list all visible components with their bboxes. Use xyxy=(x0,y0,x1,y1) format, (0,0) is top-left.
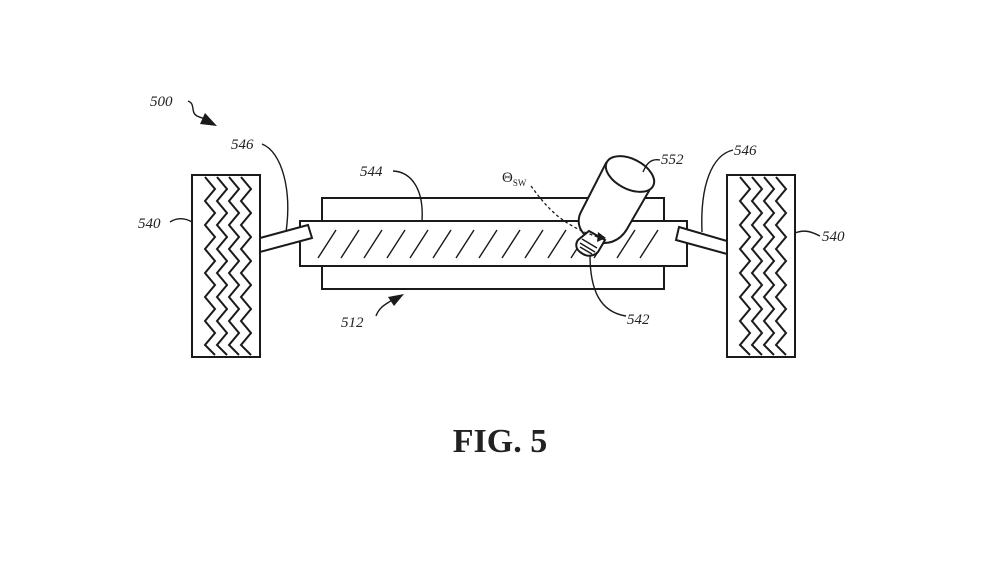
leader-542 xyxy=(589,254,627,317)
tread-zigzag xyxy=(239,176,253,356)
label-544: 544 xyxy=(360,164,383,180)
label-assembly-500: 500 xyxy=(150,94,173,110)
label-540-right: 540 xyxy=(822,229,845,245)
hatch-line xyxy=(455,229,475,259)
leader-546-right xyxy=(701,149,734,233)
label-540-left: 540 xyxy=(138,216,161,232)
tread-zigzag xyxy=(215,176,229,356)
leader-540-left xyxy=(169,217,193,223)
rack-544 xyxy=(299,220,688,267)
wheel-left-540 xyxy=(191,174,261,358)
label-angle-theta: ΘSW xyxy=(502,170,527,188)
hatch-line xyxy=(524,229,544,259)
leader-540-right xyxy=(794,230,821,237)
hatch-line xyxy=(501,229,521,259)
motor-552 xyxy=(575,155,656,257)
angle-arrow xyxy=(530,185,599,238)
tread-zigzag xyxy=(750,176,764,356)
wheel-right-540 xyxy=(726,174,796,358)
hatch-line xyxy=(478,229,498,259)
label-546-right: 546 xyxy=(734,143,757,159)
hatch-line xyxy=(547,229,567,259)
tie-rod-left-546 xyxy=(259,223,314,254)
tread-zigzag xyxy=(203,176,217,356)
label-546-left: 546 xyxy=(231,137,254,153)
tie-rod-right-546 xyxy=(674,225,728,256)
pinion-teeth xyxy=(579,238,598,255)
leader-544 xyxy=(392,170,423,222)
tread-right xyxy=(738,176,788,356)
tread-left xyxy=(203,176,253,356)
hatch-line xyxy=(639,229,659,259)
tread-zigzag xyxy=(774,176,788,356)
tread-zigzag xyxy=(762,176,776,356)
leader-552 xyxy=(642,158,661,173)
hatch-line xyxy=(340,229,360,259)
label-542: 542 xyxy=(627,312,650,328)
leader-546-left xyxy=(261,143,289,233)
hatch-line xyxy=(616,229,636,259)
leader-512 xyxy=(375,298,394,317)
hatch-line xyxy=(409,229,429,259)
label-552: 552 xyxy=(661,152,684,168)
hatch-line xyxy=(432,229,452,259)
hatch-line xyxy=(317,229,337,259)
tread-zigzag xyxy=(738,176,752,356)
hatch-line xyxy=(386,229,406,259)
tread-zigzag xyxy=(227,176,241,356)
figure-caption: FIG. 5 xyxy=(453,423,547,460)
label-512: 512 xyxy=(341,315,364,331)
angle-arrowhead-icon xyxy=(597,232,606,242)
arrow-500-icon xyxy=(200,113,217,126)
arrow-512-icon xyxy=(388,294,404,306)
hatch-line xyxy=(363,229,383,259)
